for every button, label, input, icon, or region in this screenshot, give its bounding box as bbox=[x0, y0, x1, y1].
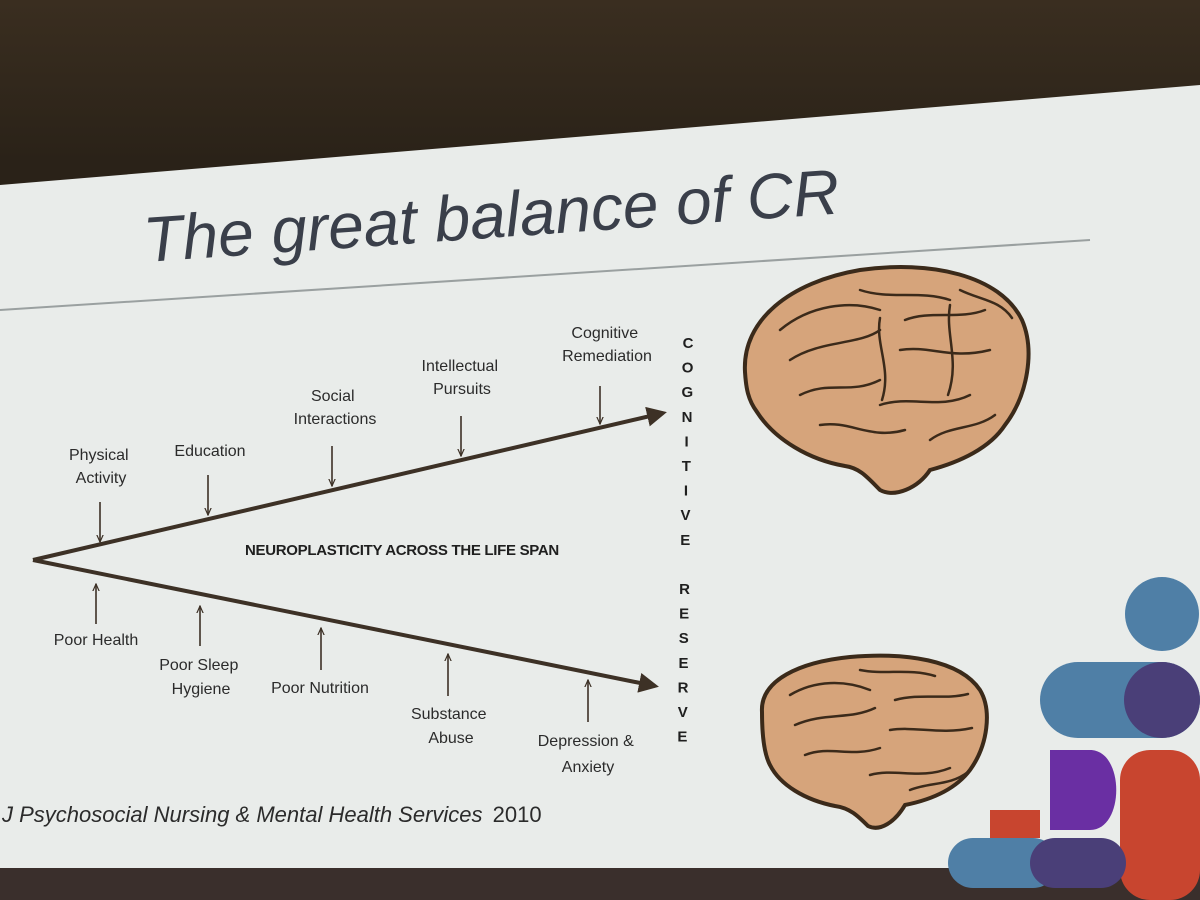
vertical-letter: E bbox=[678, 655, 688, 672]
lower-arrow bbox=[32, 558, 659, 693]
factor-poor-health: Poor Health bbox=[54, 632, 139, 649]
factor-substance-abuse: Substance Abuse bbox=[411, 706, 491, 747]
vertical-letter: V bbox=[678, 704, 688, 721]
factor-physical-activity: Physical Activity bbox=[69, 447, 133, 487]
decorative-corner-shapes bbox=[948, 577, 1200, 900]
positive-factor-arrows bbox=[100, 386, 600, 542]
upper-arrow bbox=[32, 406, 667, 562]
vertical-letter: G bbox=[681, 384, 693, 401]
vertical-letter: S bbox=[679, 630, 689, 647]
vertical-letter: E bbox=[679, 606, 689, 623]
citation: J Psychosocial Nursing & Mental Health S… bbox=[1, 802, 542, 827]
vertical-letter: I bbox=[684, 483, 688, 500]
vertical-letter: T bbox=[682, 458, 691, 475]
large-brain-image bbox=[742, 265, 1031, 495]
center-label: NEUROPLASTICITY ACROSS THE LIFE SPAN bbox=[245, 542, 559, 559]
vertical-letter: V bbox=[680, 507, 690, 524]
positive-factors: Physical Activity Education Social Inter… bbox=[69, 325, 652, 487]
negative-factors: Poor Health Poor Sleep Hygiene Poor Nutr… bbox=[54, 632, 639, 776]
factor-cognitive-remediation: Cognitive Remediation bbox=[562, 325, 652, 365]
vertical-letter: E bbox=[680, 532, 690, 549]
negative-factor-arrows bbox=[96, 584, 588, 722]
small-brain-image bbox=[759, 653, 989, 830]
vertical-letter: E bbox=[677, 729, 687, 746]
vertical-letter: O bbox=[682, 360, 694, 377]
vertical-letter: C bbox=[683, 335, 694, 352]
factor-depression-anxiety: Depression & Anxiety bbox=[538, 733, 639, 776]
vertical-letter: N bbox=[682, 409, 693, 426]
vertical-letter: R bbox=[678, 679, 689, 696]
factor-poor-sleep-hygiene: Poor Sleep Hygiene bbox=[159, 657, 243, 698]
factor-intellectual-pursuits: Intellectual Pursuits bbox=[422, 358, 503, 398]
factor-poor-nutrition: Poor Nutrition bbox=[271, 680, 369, 697]
vertical-letter: I bbox=[685, 433, 689, 450]
title-underline bbox=[0, 239, 1091, 311]
factor-social-interactions: Social Interactions bbox=[294, 388, 377, 428]
factor-education: Education bbox=[174, 443, 245, 460]
vertical-letter: R bbox=[679, 581, 690, 598]
